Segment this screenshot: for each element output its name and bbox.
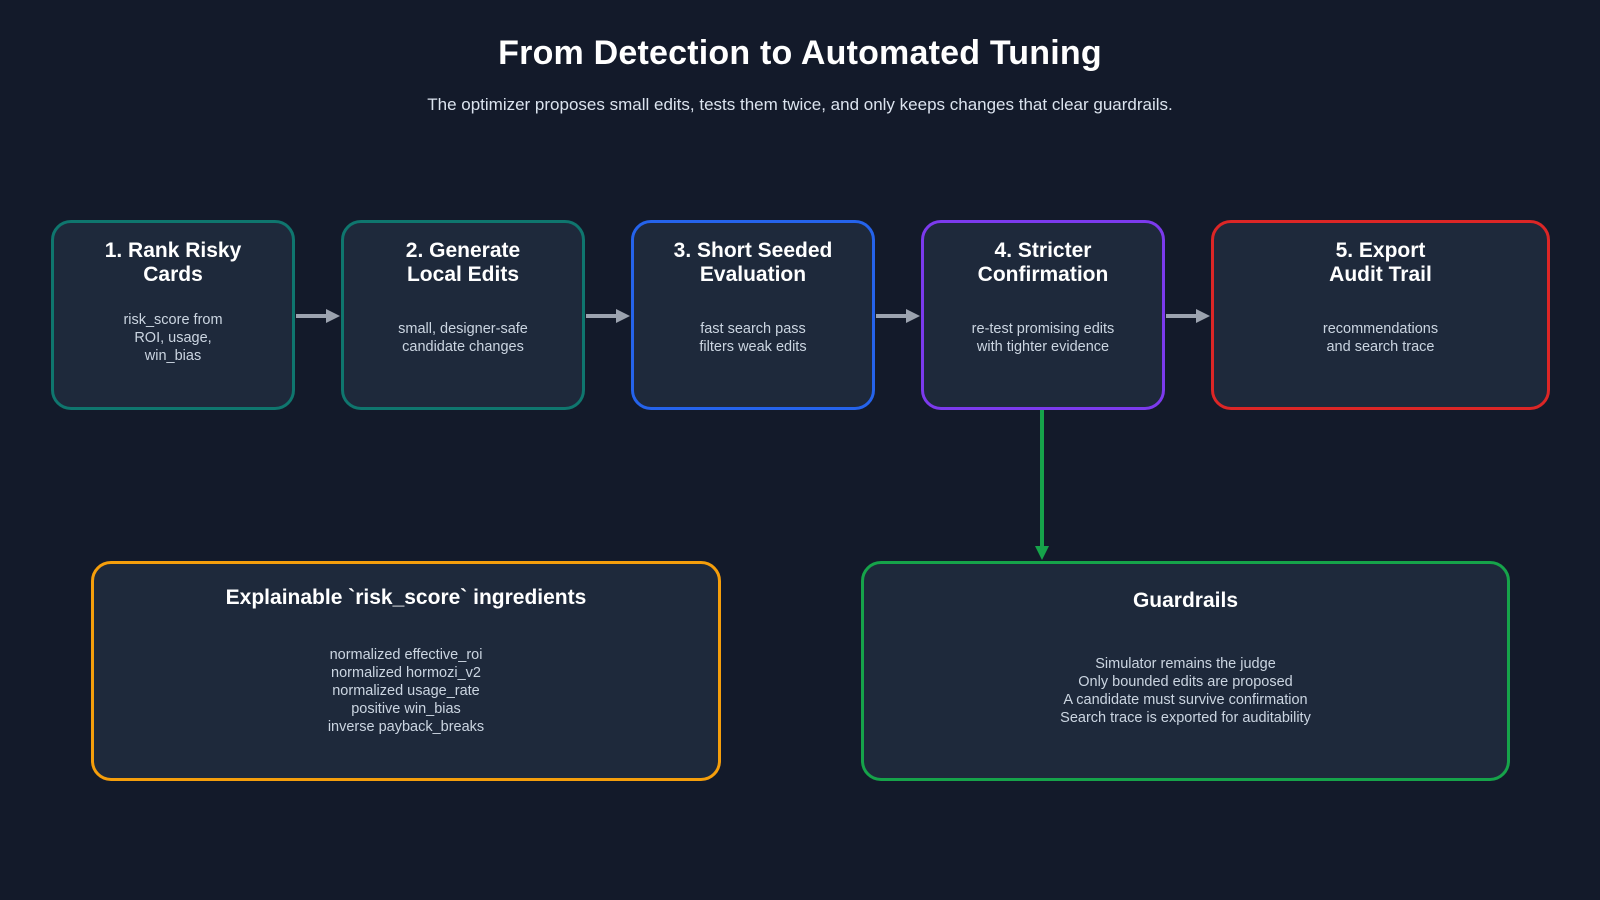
- step-export-audit-trail: 5. Export Audit Trail recommendations an…: [1211, 220, 1550, 410]
- arrowhead-3-4: [906, 309, 920, 323]
- step-title: 2. Generate Local Edits: [405, 239, 521, 286]
- step-title: 5. Export Audit Trail: [1329, 239, 1432, 286]
- arrowhead-2-3: [616, 309, 630, 323]
- arrowhead-4-5: [1196, 309, 1210, 323]
- ingredient-item: normalized usage_rate: [332, 683, 480, 699]
- step-description: re-test promising edits with tighter evi…: [971, 321, 1115, 355]
- arrowhead-1-2: [326, 309, 340, 323]
- step-generate-local-edits: 2. Generate Local Edits small, designer-…: [341, 220, 585, 410]
- step-stricter-confirmation: 4. Stricter Confirmation re-test promisi…: [921, 220, 1165, 410]
- step-title: 1. Rank Risky Cards: [104, 239, 242, 286]
- ingredients-title: Explainable `risk_score` ingredients: [225, 586, 587, 609]
- guardrail-link: [1035, 410, 1049, 560]
- ingredient-item: inverse payback_breaks: [327, 719, 485, 735]
- step-rank-risky-cards: 1. Rank Risky Cards risk_score from ROI,…: [51, 220, 295, 410]
- step-description: risk_score from ROI, usage, win_bias: [123, 312, 223, 364]
- page-title: From Detection to Automated Tuning: [498, 34, 1102, 72]
- ingredients-list: normalized effective_roi normalized horm…: [104, 646, 708, 736]
- step-short-seeded-evaluation: 3. Short Seeded Evaluation fast search p…: [631, 220, 875, 410]
- flow-arrows: [296, 309, 1210, 323]
- page-subtitle: The optimizer proposes small edits, test…: [427, 95, 1173, 114]
- step-description: fast search pass filters weak edits: [699, 321, 807, 355]
- guardrails-title: Guardrails: [1132, 589, 1239, 612]
- guardrail-item: Search trace is exported for auditabilit…: [1060, 710, 1311, 726]
- ingredient-item: normalized effective_roi: [329, 647, 483, 663]
- guardrail-item: Only bounded edits are proposed: [1078, 674, 1293, 690]
- step-description: recommendations and search trace: [1322, 321, 1439, 355]
- guardrail-item: Simulator remains the judge: [1095, 656, 1276, 672]
- ingredient-item: positive win_bias: [351, 701, 461, 717]
- guardrails-list: Simulator remains the judge Only bounded…: [874, 655, 1497, 727]
- arrowhead-4-guardrails: [1035, 546, 1049, 560]
- step-description: small, designer-safe candidate changes: [398, 321, 528, 355]
- risk-score-ingredients-panel: Explainable `risk_score` ingredients nor…: [91, 561, 721, 781]
- step-title: 4. Stricter Confirmation: [977, 239, 1109, 286]
- guardrails-panel: Guardrails Simulator remains the judge O…: [861, 561, 1510, 781]
- guardrail-item: A candidate must survive confirmation: [1063, 692, 1308, 708]
- step-title: 3. Short Seeded Evaluation: [673, 239, 833, 286]
- ingredient-item: normalized hormozi_v2: [331, 665, 481, 681]
